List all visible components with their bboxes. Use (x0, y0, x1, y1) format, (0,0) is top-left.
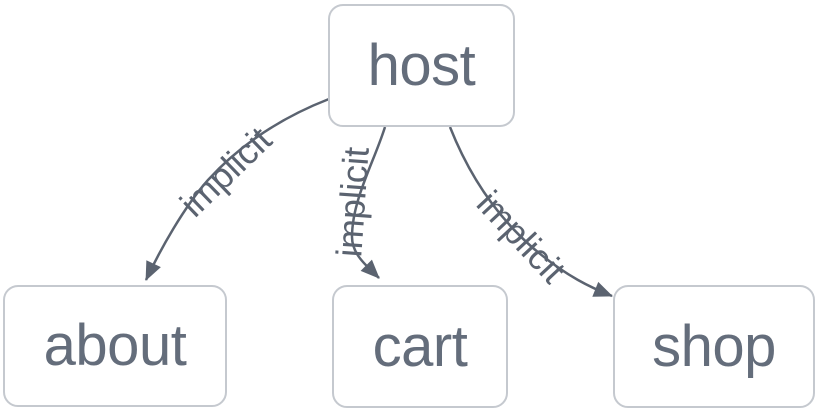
node-shop-label: shop (652, 313, 776, 379)
node-cart: cart (332, 285, 508, 408)
edge-host-about (144, 97, 330, 281)
node-about-label: about (43, 313, 187, 378)
edge-host-cart (350, 126, 387, 279)
node-host: host (328, 4, 515, 127)
node-about: about (3, 285, 227, 407)
edge-host-shop (448, 126, 613, 298)
node-host-label: host (367, 32, 476, 98)
node-shop: shop (613, 285, 815, 408)
node-cart-label: cart (372, 313, 468, 379)
edge-label-host-cart: implicit (328, 145, 377, 259)
